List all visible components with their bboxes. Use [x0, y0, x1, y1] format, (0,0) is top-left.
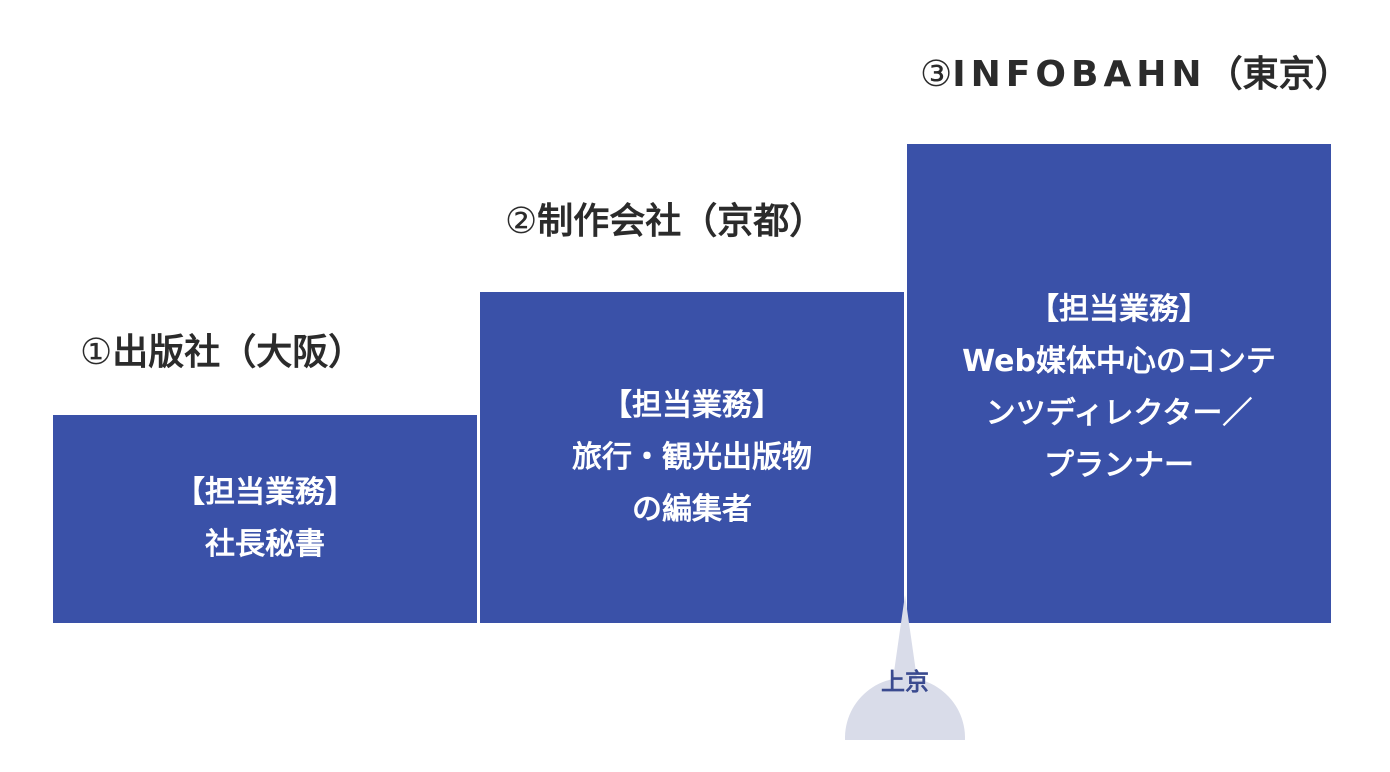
step1-title: 出版社（大阪）	[112, 332, 365, 373]
step3-heading: ③INFOBAHN（東京）	[920, 55, 1351, 95]
step1-line-1: 【担当業務】	[175, 475, 355, 510]
step3-line-3: ンツディレクター／	[985, 396, 1253, 431]
step2-title: 制作会社（京都）	[537, 201, 826, 242]
step1-heading: ①出版社（大阪）	[80, 333, 364, 373]
step2-line-2: 旅行・観光出版物	[572, 439, 812, 475]
step2-block: 【担当業務】 旅行・観光出版物 の編集者	[480, 292, 904, 623]
callout-shape	[845, 595, 965, 740]
step1-number: ①	[80, 332, 113, 373]
step2-line-1: 【担当業務】	[602, 387, 782, 423]
step3-number: ③	[920, 54, 953, 95]
callout-label: 上京	[881, 668, 929, 696]
move-callout-bubble	[845, 595, 965, 740]
step3-block: 【担当業務】 Web媒体中心のコンテ ンツディレクター／ プランナー	[907, 144, 1331, 623]
step3-line-2: Web媒体中心のコンテ	[962, 344, 1276, 379]
step2-heading: ②制作会社（京都）	[505, 202, 825, 242]
step2-number: ②	[505, 201, 538, 242]
step1-block: 【担当業務】 社長秘書	[53, 415, 477, 623]
step3-brand-logo: INFOBAHN	[952, 54, 1207, 95]
step3-line-1: 【担当業務】	[1029, 292, 1209, 327]
step3-line-4: プランナー	[1044, 448, 1194, 483]
step1-line-2: 社長秘書	[205, 527, 325, 562]
step3-title: （東京）	[1206, 54, 1351, 95]
step2-line-3: の編集者	[632, 491, 752, 527]
